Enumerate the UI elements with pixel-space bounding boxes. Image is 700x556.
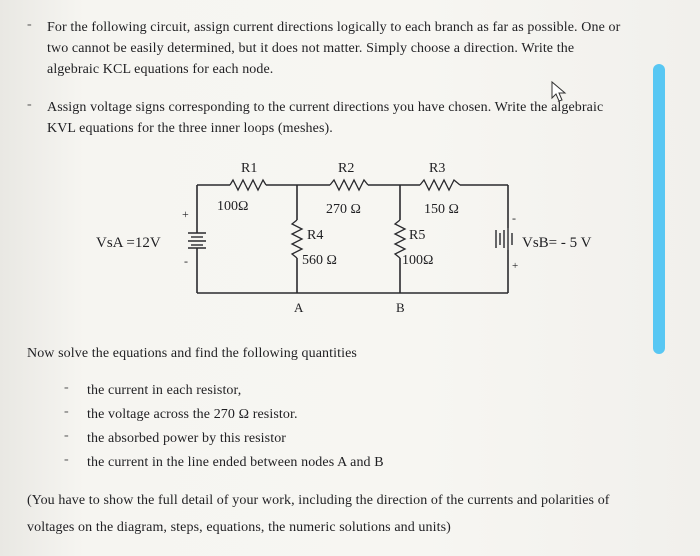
bullet-q2: - (64, 404, 69, 419)
battery-a-symbol (188, 232, 206, 249)
source-a-minus: - (184, 254, 188, 268)
question-item-2: the voltage across the 270 Ω resistor. (87, 407, 298, 422)
work-note-line-1: (You have to show the full detail of you… (27, 493, 610, 508)
resistor-r2 (329, 178, 369, 192)
paragraph-kcl: For the following circuit, assign curren… (47, 17, 647, 80)
paragraph-kvl: Assign voltage signs corresponding to th… (47, 97, 647, 139)
source-b-plus: + (512, 260, 518, 272)
question-item-4: the current in the line ended between no… (87, 455, 384, 470)
paragraph-kcl-line-1: For the following circuit, assign curren… (47, 20, 621, 35)
source-a-label: VsA =12V (96, 235, 161, 251)
bullet-2: - (27, 97, 32, 112)
mouse-cursor-icon (551, 80, 567, 102)
r4-value: 560 Ω (302, 253, 337, 268)
resistor-r5 (393, 219, 407, 259)
paragraph-kvl-line-1: Assign voltage signs corresponding to th… (47, 100, 604, 115)
r2-name: R2 (338, 161, 354, 176)
r1-value: 100Ω (217, 199, 248, 214)
work-note: (You have to show the full detail of you… (27, 487, 667, 541)
r5-value: 100Ω (402, 253, 433, 268)
scrollbar-thumb[interactable] (653, 64, 665, 354)
resistor-r3 (419, 178, 461, 192)
question-item-3: the absorbed power by this resistor (87, 431, 287, 446)
r3-name: R3 (429, 161, 445, 176)
node-a-label: A (294, 300, 304, 315)
r1-name: R1 (241, 161, 257, 176)
circuit-diagram: VsA =12V + - VsB= - 5 V - + R1 R2 R3 R4 … (96, 161, 592, 315)
r5-name: R5 (409, 228, 425, 243)
node-b-label: B (396, 300, 405, 315)
bullet-q1: - (64, 380, 69, 395)
source-b-minus: - (512, 211, 516, 225)
work-note-line-2: voltages on the diagram, steps, equation… (27, 520, 451, 535)
paragraph-kvl-line-2: KVL equations for the three inner loops … (47, 121, 333, 136)
paragraph-kcl-line-3: algebraic KCL equations for each node. (47, 62, 274, 77)
bullet-q3: - (64, 428, 69, 443)
r2-value: 270 Ω (326, 202, 361, 217)
bullet-q4: - (64, 452, 69, 467)
battery-b-symbol (495, 228, 513, 250)
r4-name: R4 (307, 228, 323, 243)
resistor-r1 (229, 178, 267, 192)
questions-intro: Now solve the equations and find the fol… (27, 346, 357, 361)
paragraph-kcl-line-2: two cannot be easily determined, but it … (47, 41, 575, 56)
source-a-plus: + (182, 207, 189, 221)
resistor-r4 (290, 219, 304, 259)
bullet-1: - (27, 17, 32, 32)
r3-value: 150 Ω (424, 202, 459, 217)
source-b-label: VsB= - 5 V (522, 235, 592, 251)
question-item-1: the current in each resistor, (87, 383, 242, 398)
